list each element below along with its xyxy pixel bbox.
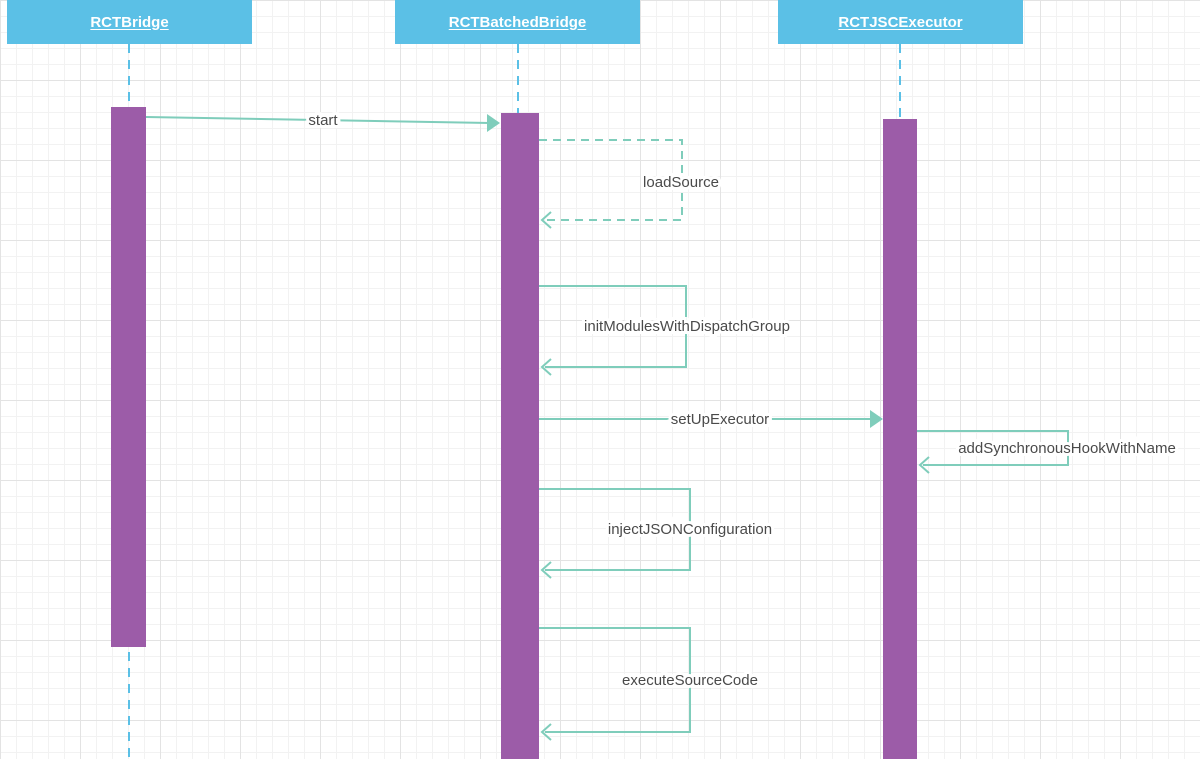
participant-label: RCTBridge xyxy=(90,13,169,31)
message-label: start xyxy=(308,112,338,129)
message-line xyxy=(539,488,691,571)
activation-bar-rctbatchedbridge[interactable] xyxy=(501,113,539,759)
arrowhead-icon xyxy=(540,358,552,376)
message-label: executeSourceCode xyxy=(622,672,758,689)
participant-rctbridge[interactable]: RCTBridge xyxy=(7,0,252,44)
message-injectjsonconfiguration[interactable]: injectJSONConfiguration xyxy=(539,488,775,579)
arrowhead-icon xyxy=(540,561,552,579)
message-addsynchronoushookwithname[interactable]: addSynchronousHookWithName xyxy=(917,430,1179,474)
message-line xyxy=(539,139,683,221)
arrowhead-icon xyxy=(870,410,883,428)
message-setupexecutor[interactable]: setUpExecutor xyxy=(539,408,883,431)
message-loadsource[interactable]: loadSource xyxy=(539,139,722,229)
message-label: loadSource xyxy=(643,174,719,191)
arrowhead-icon xyxy=(540,211,552,229)
message-line xyxy=(539,285,687,368)
activation-bar-rctjscexecutor[interactable] xyxy=(883,119,917,759)
participant-label: RCTBatchedBridge xyxy=(448,13,587,31)
participant-rctjscexecutor[interactable]: RCTJSCExecutor xyxy=(778,0,1023,44)
activation-bar-rctbridge[interactable] xyxy=(111,107,146,647)
message-initmoduleswithdispatchgroup[interactable]: initModulesWithDispatchGroup xyxy=(539,285,793,376)
arrowhead-icon xyxy=(540,723,552,741)
message-label: injectJSONConfiguration xyxy=(608,521,772,538)
message-label: addSynchronousHookWithName xyxy=(958,440,1176,457)
message-label: setUpExecutor xyxy=(671,411,769,428)
message-executesourcecode[interactable]: executeSourceCode xyxy=(539,627,761,741)
arrowhead-icon xyxy=(918,456,930,474)
message-line xyxy=(917,430,1069,466)
message-line xyxy=(539,627,691,733)
message-label: initModulesWithDispatchGroup xyxy=(584,318,790,335)
participant-rctbatchedbridge[interactable]: RCTBatchedBridge xyxy=(395,0,640,44)
message-line xyxy=(145,116,491,124)
arrowhead-icon xyxy=(487,114,500,132)
participant-label: RCTJSCExecutor xyxy=(838,13,963,31)
message-start[interactable]: start xyxy=(145,109,500,132)
